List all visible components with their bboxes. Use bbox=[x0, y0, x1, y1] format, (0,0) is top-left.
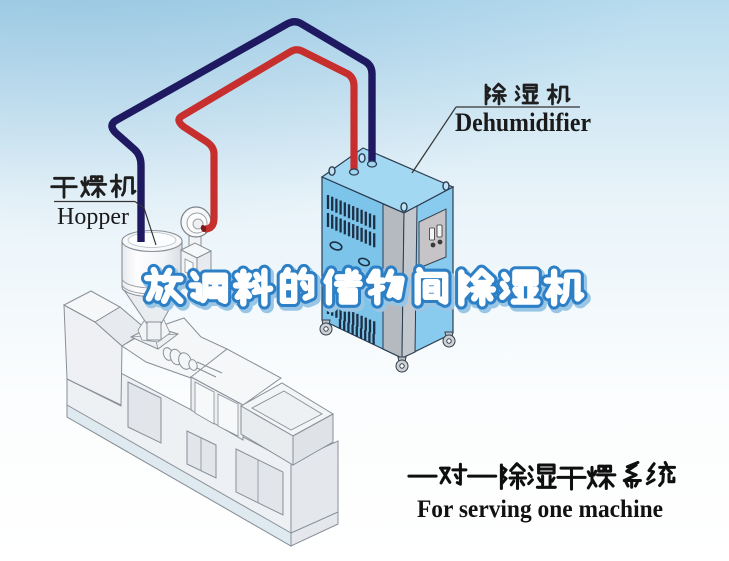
svg-text:For serving one machine: For serving one machine bbox=[417, 496, 663, 523]
svg-text:Dehumidifier: Dehumidifier bbox=[455, 108, 591, 137]
svg-text:Hopper: Hopper bbox=[57, 204, 129, 230]
